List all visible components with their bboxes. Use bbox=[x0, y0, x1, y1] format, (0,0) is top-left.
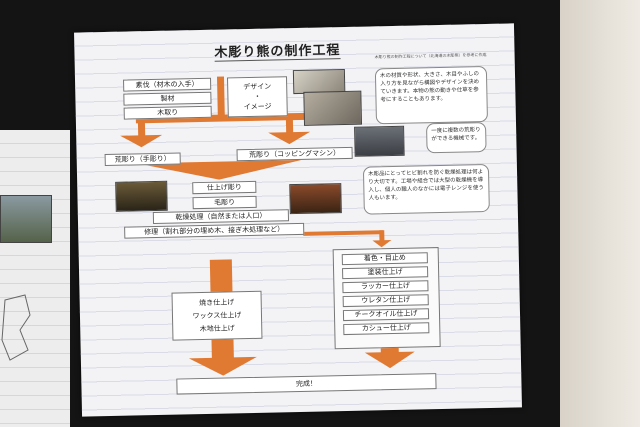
drying-note: 木彫品にとってヒビ割れを防ぐ乾燥処理は何より大切です。工場や組合では大型の乾燥機… bbox=[362, 163, 490, 215]
step-felling: 素伐（材木の入手） bbox=[123, 77, 212, 92]
finish-cashew: カシュー仕上げ bbox=[343, 322, 430, 336]
map-outline-icon bbox=[1, 294, 31, 361]
page-title: 木彫り熊の制作工程 bbox=[214, 39, 341, 62]
step-wood: 木取り bbox=[123, 105, 212, 120]
adjacent-poster-photo bbox=[0, 195, 52, 243]
design-note: 木の材質や形状、大きさ、木目やふしの入り方を見ながら構図やデザインを決めていきま… bbox=[374, 66, 488, 125]
finish-right-group: 着色・目止め 塗装仕上げ ラッカー仕上げ ウレタン仕上げ チークオイル仕上げ カ… bbox=[332, 247, 441, 350]
background-wall bbox=[560, 0, 640, 427]
design-label: デザイン bbox=[243, 82, 272, 91]
brush-carving: 毛彫り bbox=[192, 195, 257, 210]
rough-hand-carving: 荒彫り（手彫り） bbox=[104, 152, 181, 167]
finish-coloring: 着色・目止め bbox=[341, 252, 428, 266]
finish-carving: 仕上げ彫り bbox=[192, 180, 257, 195]
step-lumber: 製材 bbox=[123, 91, 212, 106]
workshop-photo bbox=[289, 183, 342, 215]
finish-burn: 焼き仕上げ bbox=[199, 297, 235, 307]
adjacent-poster bbox=[0, 130, 70, 427]
design-dot: ・ bbox=[253, 92, 261, 101]
process-poster: 木彫り熊の制作工程 木彫り熊の制作工程について（北海道の木彫熊）を参考に作成 素… bbox=[74, 23, 522, 417]
drying-shelf-photo bbox=[115, 180, 168, 212]
design-image-label: イメージ bbox=[243, 102, 272, 111]
finish-teak-oil: チークオイル仕上げ bbox=[342, 308, 430, 322]
finish-plain: 木地仕上げ bbox=[199, 323, 235, 333]
rough-machine-carving: 荒彫り（コッピングマシン） bbox=[236, 146, 353, 162]
finish-wax: ワックス仕上げ bbox=[192, 310, 242, 320]
machine-note: 一度に複数の荒彫りができる機械です。 bbox=[426, 122, 487, 154]
finish-left-group: 焼き仕上げ ワックス仕上げ 木地仕上げ bbox=[171, 290, 263, 341]
copying-machine-photo bbox=[354, 125, 405, 157]
finish-lacquer: ラッカー仕上げ bbox=[342, 280, 429, 294]
design-box: デザイン ・ イメージ bbox=[226, 76, 288, 118]
finish-urethane: ウレタン仕上げ bbox=[342, 294, 429, 308]
carving-photo bbox=[303, 90, 363, 126]
finish-paint: 塗装仕上げ bbox=[342, 266, 429, 280]
